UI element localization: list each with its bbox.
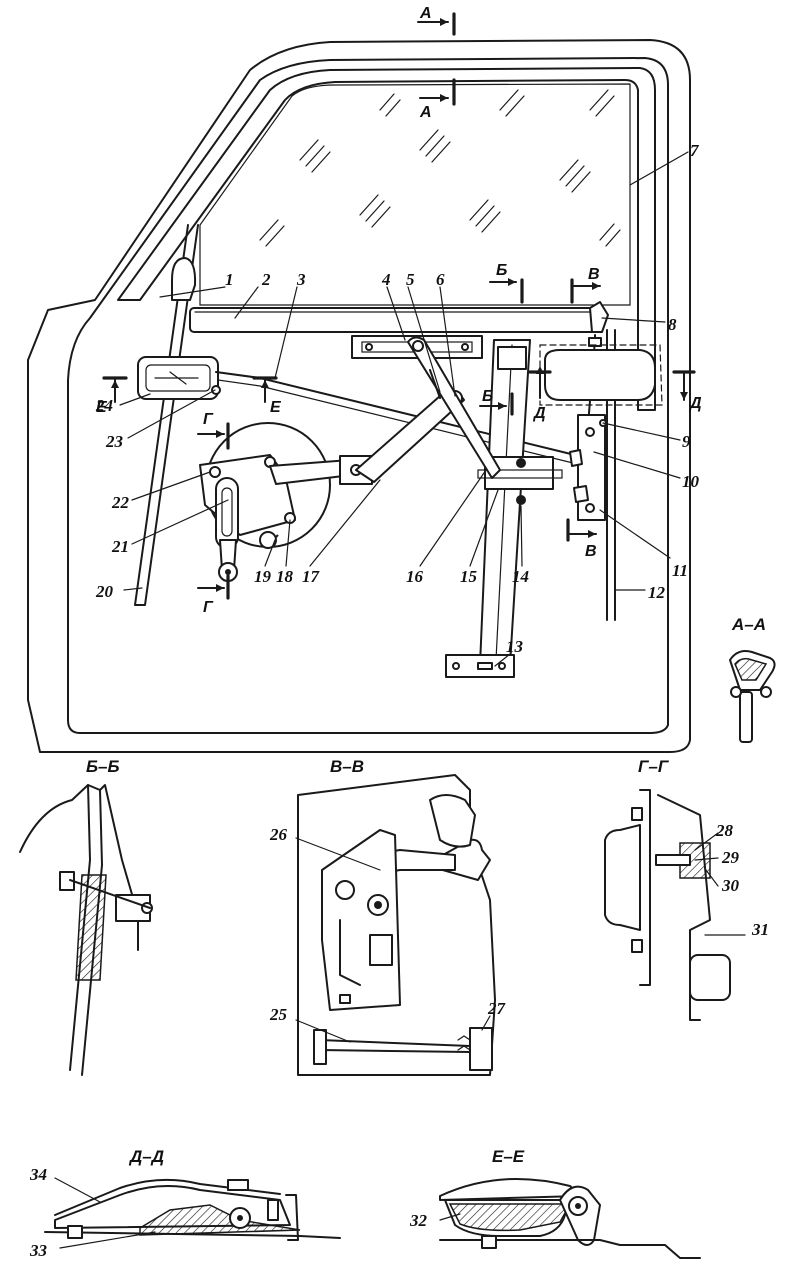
callout-12: 12 bbox=[648, 583, 666, 602]
section-e-e: Е–Е 32 bbox=[409, 1147, 701, 1259]
callout-26: 26 bbox=[269, 825, 288, 844]
cut-mark-e-left: Е bbox=[96, 399, 108, 416]
door-inner-frame bbox=[67, 57, 669, 734]
cut-mark-g-bottom: Г bbox=[203, 599, 214, 616]
callout-28: 28 bbox=[715, 821, 734, 840]
callout-29: 29 bbox=[721, 848, 740, 867]
callout-7: 7 bbox=[690, 141, 700, 160]
callout-4: 4 bbox=[381, 270, 391, 289]
callout-22: 22 bbox=[111, 493, 130, 512]
callout-19: 19 bbox=[254, 567, 272, 586]
cut-mark-g-top: Г bbox=[203, 411, 214, 428]
callout-9: 9 bbox=[682, 432, 691, 451]
callout-31: 31 bbox=[751, 920, 769, 939]
callout-33: 33 bbox=[29, 1241, 48, 1260]
callout-11: 11 bbox=[672, 561, 688, 580]
cut-mark-d-right: Д bbox=[688, 395, 702, 412]
section-g-g-title: Г–Г bbox=[638, 757, 670, 776]
cut-mark-e-right: Е bbox=[270, 399, 282, 416]
callout-1: 1 bbox=[225, 270, 234, 289]
mirror-mount bbox=[171, 257, 197, 301]
window-frame-outer bbox=[117, 67, 656, 411]
callout-17: 17 bbox=[302, 567, 321, 586]
callout-14: 14 bbox=[512, 567, 529, 586]
section-e-e-title: Е–Е bbox=[492, 1147, 525, 1166]
section-v-v: В–В 25 26 27 bbox=[269, 757, 507, 1076]
callout-5: 5 bbox=[406, 270, 415, 289]
callout-16: 16 bbox=[406, 567, 424, 586]
callout-24: 24 bbox=[95, 396, 113, 415]
callout-30: 30 bbox=[721, 876, 740, 895]
callout-15: 15 bbox=[460, 567, 478, 586]
section-v-v-title: В–В bbox=[330, 757, 364, 776]
callout-8: 8 bbox=[668, 315, 677, 334]
callout-32: 32 bbox=[409, 1211, 428, 1230]
callout-23: 23 bbox=[105, 432, 124, 451]
cut-mark-v-top: В bbox=[588, 266, 600, 283]
glass-pane bbox=[199, 83, 631, 306]
callout-27: 27 bbox=[487, 999, 507, 1018]
callout-20: 20 bbox=[95, 582, 114, 601]
callout-25: 25 bbox=[269, 1005, 288, 1024]
glass-hatch bbox=[259, 89, 621, 247]
cut-mark-b-bottom: Б bbox=[482, 388, 493, 405]
callout-21: 21 bbox=[111, 537, 129, 556]
callout-13: 13 bbox=[506, 637, 524, 656]
door-main-view: А А Б Б В В Д Д Е Е Г bbox=[27, 5, 702, 753]
section-b-b-title: Б–Б bbox=[86, 757, 120, 776]
callout-6: 6 bbox=[436, 270, 445, 289]
cut-mark-a-inner: А bbox=[419, 104, 432, 121]
section-d-d: Д–Д 34 33 bbox=[29, 1147, 341, 1260]
section-b-b: Б–Б bbox=[19, 757, 153, 1076]
callout-18: 18 bbox=[276, 567, 294, 586]
section-d-d-title: Д–Д bbox=[128, 1147, 164, 1166]
callout-2: 2 bbox=[261, 270, 271, 289]
section-a-a: А–А bbox=[729, 615, 776, 743]
callout-3: 3 bbox=[296, 270, 306, 289]
cut-mark-d-left: Д bbox=[532, 405, 546, 422]
cut-mark-v-bottom: В bbox=[585, 543, 597, 560]
section-a-a-title: А–А bbox=[731, 615, 766, 634]
glass-clip bbox=[589, 301, 609, 333]
cut-mark-a-top: А bbox=[419, 5, 432, 22]
door-outer-panel bbox=[27, 39, 691, 753]
cut-mark-b-top: Б bbox=[496, 262, 507, 279]
section-g-g: Г–Г 28 29 30 31 bbox=[604, 757, 769, 1021]
outer-handle-recess bbox=[544, 349, 656, 401]
callout-34: 34 bbox=[29, 1165, 47, 1184]
leader-lines bbox=[119, 151, 689, 667]
callout-10: 10 bbox=[682, 472, 700, 491]
